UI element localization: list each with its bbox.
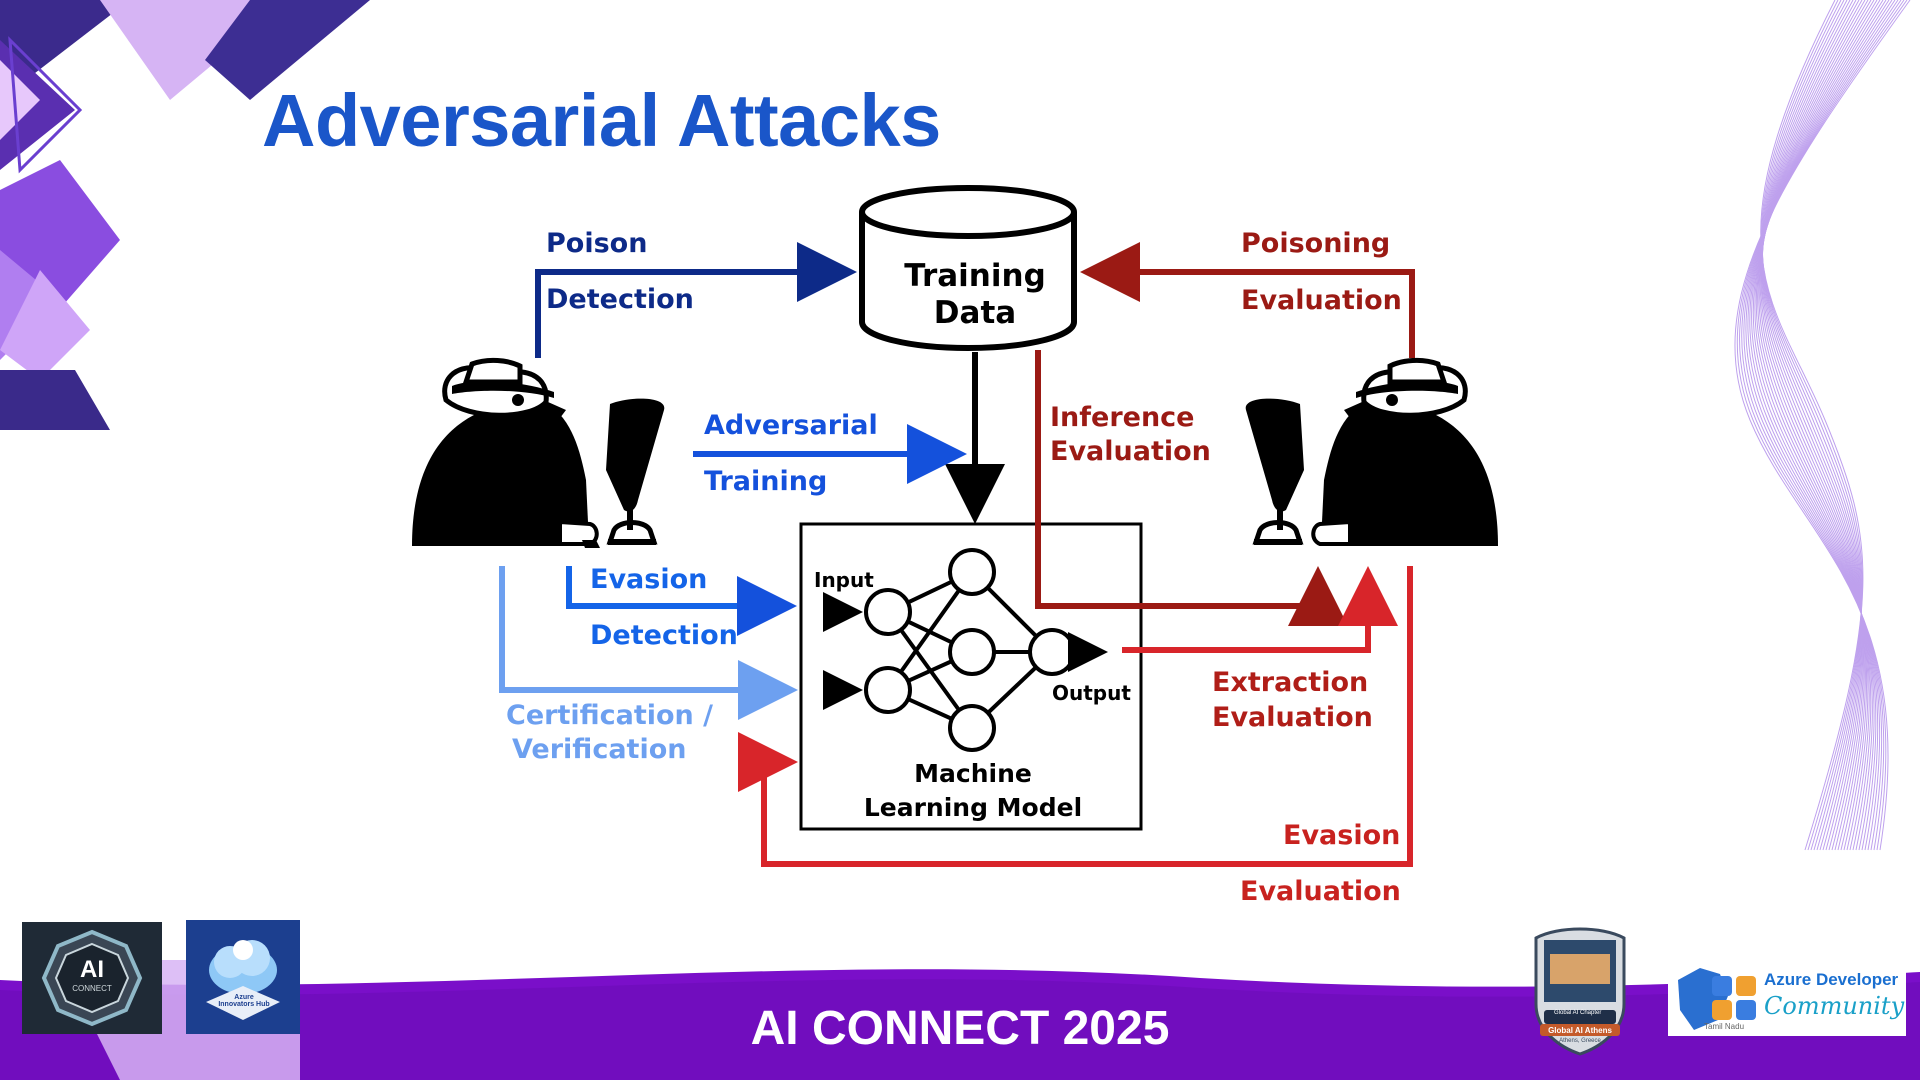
wave-line [1762, 0, 1862, 851]
community-text: Community [1764, 992, 1905, 1020]
training-label: Training [704, 466, 828, 497]
hacker-left-icon [412, 357, 665, 548]
footer-title: AI CONNECT 2025 [750, 1002, 1170, 1055]
extraction-evaluation-label: Evaluation [1212, 702, 1373, 733]
poison-detection-arrow [535, 242, 857, 358]
wave-line [1734, 0, 1911, 851]
azure-innovators-hub-logo: Azure Innovators Hub [186, 920, 300, 1034]
azure-developer-text: Azure Developer [1764, 970, 1899, 989]
ai-connect-logo-text: AI [80, 956, 104, 983]
wave-line [1743, 0, 1899, 851]
wave-line [1751, 0, 1887, 851]
wave-line [1762, 0, 1862, 851]
tamil-nadu-text: Tamil Nadu [1704, 1022, 1745, 1031]
global-ai-chapter-text: Global AI Chapter [1554, 1010, 1602, 1016]
decorative-corner-shapes [0, 0, 370, 430]
wave-line [1761, 0, 1862, 851]
inference-evaluation-label: Evaluation [1050, 436, 1211, 467]
evasion-evaluation-arrow [738, 566, 1413, 867]
ai-connect-emblem-icon [41, 929, 143, 1027]
extraction-evaluation-arrow [1122, 566, 1398, 653]
poison-label: Poison [546, 228, 648, 259]
wave-line [1759, 0, 1869, 851]
wave-line [1749, 0, 1890, 851]
ai-connect-logo-subtext: CONNECT [72, 984, 112, 993]
wave-line [1754, 0, 1881, 851]
evasion-detection-arrow [566, 566, 797, 636]
training-data-cylinder [859, 185, 1077, 351]
wave-line [1739, 0, 1905, 851]
footer-band [0, 960, 1920, 1080]
slide-title: Adversarial Attacks [262, 79, 941, 162]
evasion-left-label: Evasion [590, 564, 708, 595]
wave-line [1761, 0, 1863, 851]
poisoning-evaluation-arrow [1080, 242, 1415, 358]
azure-hub-text: Azure Innovators Hub [218, 994, 270, 1008]
map-avatars-icon [1678, 968, 1756, 1030]
verification-label: Verification [512, 734, 687, 765]
training-data-label: Training Data [904, 258, 1046, 331]
wave-line [1755, 0, 1878, 851]
certification-label: Certification / [506, 700, 714, 731]
model-label: Machine Learning Model [863, 759, 1083, 822]
inference-label: Inference [1050, 402, 1195, 433]
wave-line [1757, 0, 1875, 851]
detection-top-label: Detection [546, 284, 694, 315]
adversarial-label: Adversarial [704, 410, 878, 441]
evasion-evaluation-label: Evaluation [1240, 876, 1401, 907]
wave-line [1736, 0, 1908, 851]
inference-evaluation-arrow [1035, 350, 1348, 626]
evasion-right-label: Evasion [1283, 820, 1401, 851]
global-ai-athens-text: Global AI Athens [1548, 1026, 1612, 1035]
extraction-label: Extraction [1212, 667, 1369, 698]
wave-line [1747, 0, 1893, 851]
wave-line [1761, 0, 1863, 851]
ai-connect-logo: AI CONNECT [22, 922, 162, 1034]
hacker-right-icon [1245, 357, 1498, 546]
wave-line [1760, 0, 1864, 851]
wave-line [1762, 0, 1862, 851]
shield-badge-icon [1534, 927, 1626, 1056]
certification-arrow [499, 566, 798, 720]
input-label: Input [814, 568, 874, 592]
output-label: Output [1052, 681, 1131, 705]
wave-line [1752, 0, 1884, 851]
wave-line [1760, 0, 1866, 851]
poisoning-label: Poisoning [1241, 228, 1391, 259]
wave-line [1760, 0, 1864, 851]
azure-developer-community-logo: Azure Developer Community Tamil Nadu [1668, 958, 1906, 1036]
detection-left-label: Detection [590, 620, 738, 651]
global-ai-athens-logo: Global AI Chapter Global AI Athens Athen… [1528, 924, 1632, 1056]
wave-line [1741, 0, 1902, 851]
wave-line [1760, 0, 1863, 851]
wave-line [1761, 0, 1863, 851]
cloud-lightbulb-icon [206, 940, 280, 1020]
athens-greece-text: Athens, Greece [1559, 1038, 1601, 1044]
evaluation-top-right-label: Evaluation [1241, 285, 1402, 316]
wave-line [1758, 0, 1872, 851]
neural-network-icon [864, 548, 1076, 752]
wave-line [1745, 0, 1896, 851]
decorative-wave-lines [1734, 0, 1911, 851]
